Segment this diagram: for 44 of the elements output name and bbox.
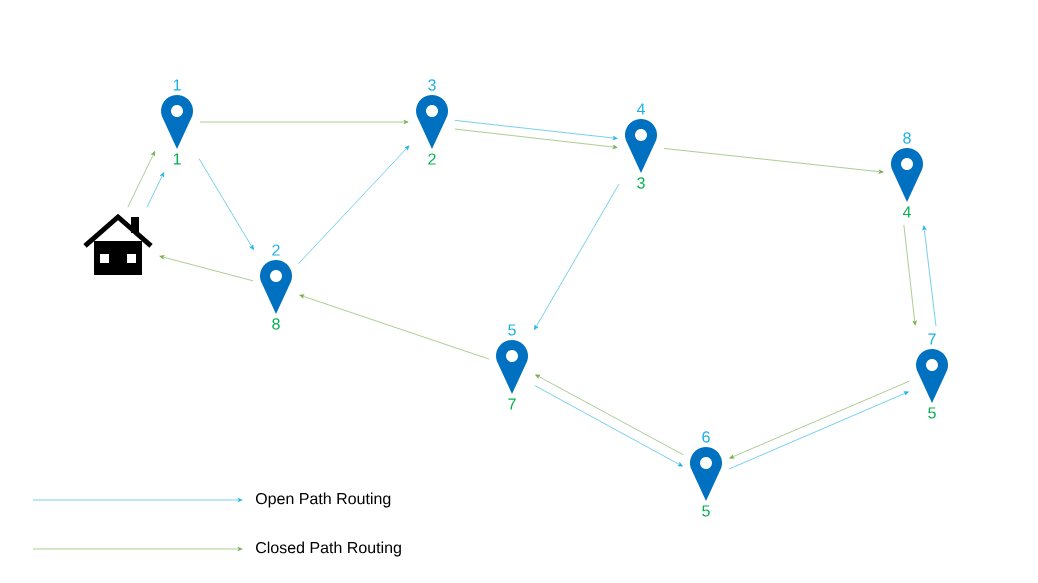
arrow [159, 255, 254, 282]
arrow [903, 224, 917, 326]
arrow [534, 385, 683, 467]
map-pin [416, 95, 449, 149]
stop-number: 3 [428, 79, 436, 91]
arrow [454, 120, 618, 141]
stop-number: 2 [272, 244, 280, 256]
stop-number: 5 [702, 505, 710, 517]
arrow [728, 391, 909, 470]
map-pin [161, 95, 194, 149]
arrow [299, 294, 490, 360]
stop-number: 7 [928, 333, 936, 345]
map-pin [496, 340, 529, 394]
stop-number: 8 [903, 132, 911, 144]
arrow [127, 151, 156, 208]
legend-label: Closed Path Routing [256, 541, 401, 557]
map-pin [891, 148, 923, 202]
map-pin [625, 119, 657, 173]
arrow [535, 374, 684, 456]
arrow [922, 225, 937, 327]
stop-number: 1 [173, 79, 181, 91]
map-pin [916, 349, 948, 403]
stop-number: 5 [508, 324, 516, 336]
arrow [199, 119, 409, 125]
map-pin [260, 260, 293, 314]
arrow [534, 183, 620, 330]
arrow [198, 158, 254, 250]
arrow [298, 145, 410, 265]
stop-number: 4 [636, 103, 645, 115]
stop-number: 1 [173, 153, 181, 165]
arrow [146, 172, 165, 208]
house-icon [83, 213, 153, 275]
arrow [663, 148, 884, 174]
stop-number: 7 [508, 398, 516, 410]
stop-number: 5 [928, 407, 936, 419]
arrow [729, 380, 910, 459]
stop-number: 6 [702, 431, 710, 443]
legend-label: Open Path Routing [255, 492, 391, 508]
arrow [454, 128, 618, 150]
stop-number: 8 [272, 318, 280, 330]
stop-number: 3 [637, 177, 645, 189]
stop-number: 2 [428, 153, 436, 165]
stop-number: 4 [902, 206, 911, 218]
map-pin [690, 447, 722, 501]
